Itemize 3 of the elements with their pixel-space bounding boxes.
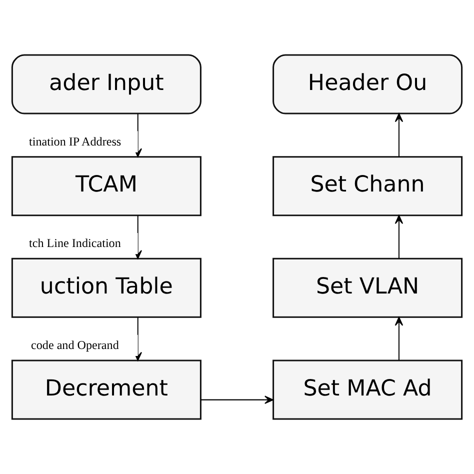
edge-label: tination IP Address xyxy=(28,134,122,148)
edge-label: code and Operand xyxy=(31,338,119,352)
edge-label: tch Line Indication xyxy=(28,236,121,250)
